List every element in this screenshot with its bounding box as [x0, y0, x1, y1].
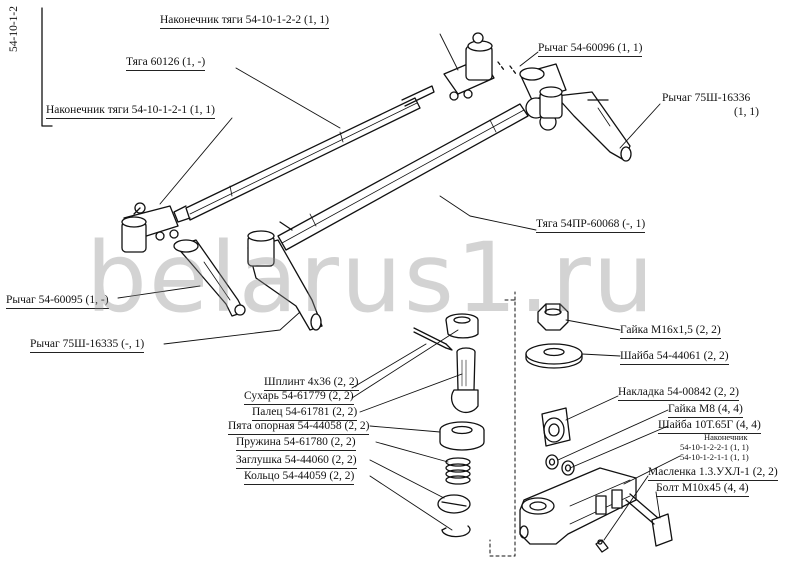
pruzhina-part — [445, 457, 471, 485]
leader-koltso — [369, 475, 453, 531]
leader-shplint — [351, 343, 427, 389]
nakonechnik-housing-part — [519, 467, 637, 545]
label-pruzhina: Пружина 54-61780 (2, 2) — [236, 436, 356, 451]
leader-pruzhina — [375, 441, 449, 463]
label-nakonechnik-211: 54-10-1-2-1-1 (1, 1) — [680, 452, 749, 462]
label-tyaga-54pr-60068: Тяга 54ПР-60068 (-, 1) — [536, 218, 646, 233]
label-shplint: Шплинт 4х36 (2, 2) — [264, 376, 359, 391]
label-nakonechnik-header: Наконечник — [704, 432, 748, 442]
leader-zaglushka — [369, 459, 445, 499]
suhar-part — [445, 313, 479, 339]
label-gaika-m8: Гайка М8 (4, 4) — [668, 403, 743, 418]
gaika-m8-part — [545, 454, 559, 470]
label-rychag-60095: Рычаг 54-60095 (1, -) — [6, 294, 109, 309]
leader-rychag-16336 — [619, 103, 661, 149]
label-rychag-60096: Рычаг 54-60096 (1, 1) — [538, 42, 643, 57]
label-pyata: Пята опорная 54-44058 (2, 2) — [228, 420, 370, 435]
label-nakonechnik-221: 54-10-1-2-2-1 (1, 1) — [680, 442, 749, 452]
leader-shaiba-44061 — [581, 353, 621, 357]
label-rychag-16336: Рычаг 75Ш-16336 — [662, 92, 751, 104]
label-koltso: Кольцо 54-44059 (2, 2) — [244, 470, 355, 485]
label-nakonechnik-122: Наконечник тяги 54-10-1-2-2 (1, 1) — [160, 14, 329, 29]
leader-nakladka — [565, 395, 619, 421]
gaika-m16-part — [537, 303, 569, 331]
leader-rychag-16335 — [163, 311, 301, 345]
rychag-16335-part — [247, 221, 323, 331]
leader-nakonechnik — [623, 455, 681, 485]
nakonechnik-122-part — [443, 32, 495, 101]
assembly-code: 54-10-1-2 — [8, 6, 20, 52]
label-shaiba-10t: Шайба 10Т.65Г (4, 4) — [658, 419, 761, 434]
koltso-part — [441, 525, 471, 538]
label-rychag-16335: Рычаг 75Ш-16335 (-, 1) — [30, 338, 145, 353]
label-nakonechnik-121: Наконечник тяги 54-10-1-2-1 (1, 1) — [46, 104, 215, 119]
leader-rychag-60096 — [519, 51, 539, 67]
label-shaiba-44061: Шайба 54-44061 (2, 2) — [620, 350, 729, 365]
leader-shaiba-10t — [569, 425, 669, 469]
label-suhar: Сухарь 54-61779 (2, 2) — [244, 390, 354, 405]
label-nakladka: Накладка 54-00842 (2, 2) — [618, 386, 739, 401]
rychag-16336-part — [539, 86, 632, 162]
leader-tyaga-54pr — [439, 195, 537, 231]
assembly-bracket — [41, 7, 53, 127]
label-zaglushka: Заглушка 54-44060 (2, 2) — [236, 454, 357, 469]
label-bolt: Болт М10х45 (4, 4) — [656, 482, 749, 497]
leader-gaika-m16 — [565, 319, 621, 331]
tyaga-60126-part — [173, 85, 435, 223]
label-palets: Палец 54-61781 (2, 2) — [252, 406, 358, 421]
pyata-part — [439, 421, 485, 451]
leader-palets — [359, 373, 463, 413]
bolt-part — [625, 493, 673, 547]
label-rychag-16336-qty: (1, 1) — [734, 106, 759, 118]
leader-suhar — [351, 329, 459, 399]
shaiba-10t-part — [561, 460, 575, 476]
label-gaika-m16: Гайка М16х1,5 (2, 2) — [620, 324, 721, 339]
leader-nakonechnik-121 — [159, 117, 233, 205]
leader-pyata — [369, 425, 441, 433]
leader-rychag-60095 — [117, 285, 201, 299]
label-tyaga-60126: Тяга 60126 (1, -) — [126, 56, 206, 71]
shplint-part — [413, 327, 453, 351]
nakonechnik-121-part — [121, 202, 179, 253]
nakladka-part — [541, 407, 571, 447]
leader-tyaga-60126 — [235, 67, 341, 129]
tyaga-54pr-60068-part — [277, 97, 557, 251]
label-maslenka: Масленка 1.3.УХЛ-1 (2, 2) — [648, 466, 778, 481]
maslenka-part — [595, 539, 609, 553]
rychag-60095-part — [173, 239, 246, 317]
palets-part — [450, 347, 479, 414]
shaiba-44061-part — [525, 343, 583, 369]
leader-maslenka — [603, 475, 649, 541]
zaglushka-part — [437, 494, 471, 514]
leader-nakonechnik-122 — [439, 33, 459, 71]
leader-gaika-m8 — [557, 409, 669, 461]
